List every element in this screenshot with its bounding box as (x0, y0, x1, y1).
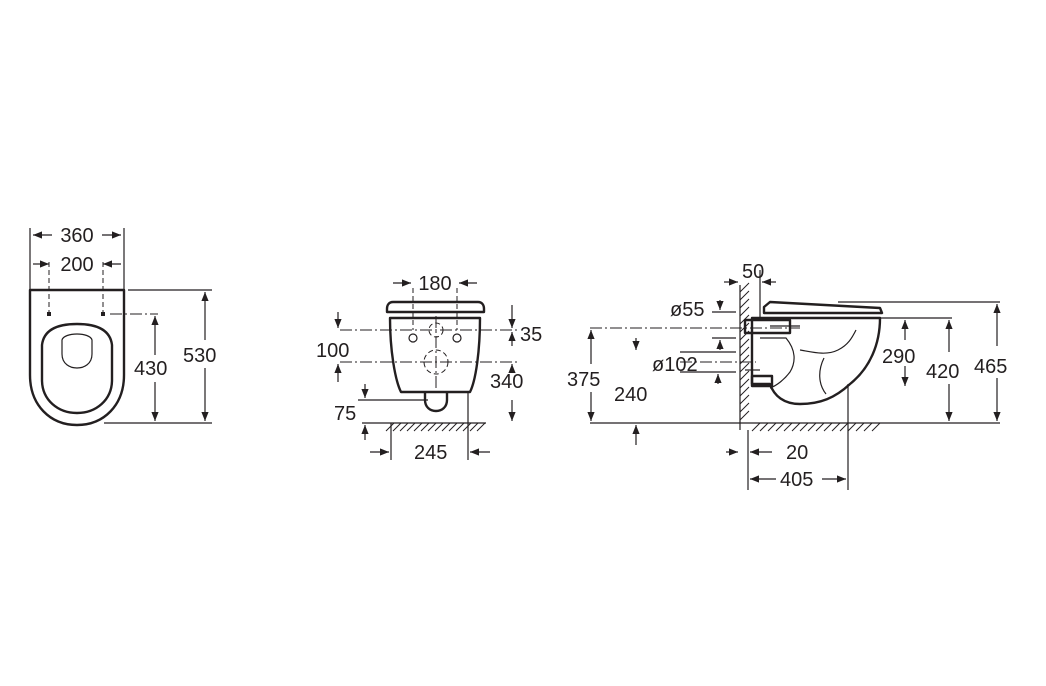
mounting-hole-left (47, 312, 51, 316)
side-view-bowl (750, 316, 882, 406)
front-view: 180 100 35 340 75 245 (316, 273, 542, 464)
dim-200: 200 (60, 254, 93, 276)
dim-430: 430 (134, 358, 167, 380)
dim-240: 240 (614, 384, 647, 406)
fixing-hole-right (452, 333, 462, 343)
dim-245: 245 (414, 442, 447, 464)
side-view: 50 ø55 ø102 375 240 290 420 465 20 (567, 261, 1007, 491)
front-view-seat (385, 300, 486, 314)
dim-405: 405 (780, 469, 813, 491)
top-view: 360 200 430 530 (28, 225, 216, 427)
dim-50: 50 (742, 261, 764, 283)
dim-20: 20 (786, 442, 808, 464)
dim-75: 75 (334, 403, 356, 425)
outlet-pipe (750, 374, 774, 388)
dim-180: 180 (418, 273, 451, 295)
dim-530: 530 (183, 345, 216, 367)
dim-375: 375 (567, 369, 600, 391)
side-view-inner-trap (760, 329, 857, 395)
dim-100: 100 (316, 340, 349, 362)
dim-35: 35 (520, 324, 542, 346)
dim-360: 360 (60, 225, 93, 247)
top-view-bowl-outline (28, 288, 126, 427)
dim-o102: ø102 (652, 354, 698, 376)
top-view-bowl-opening (40, 322, 114, 415)
mounting-hole-right (101, 312, 105, 316)
side-view-seat (762, 300, 884, 315)
fixing-hole-left (408, 333, 418, 343)
dim-o55: ø55 (670, 299, 704, 321)
dim-420: 420 (926, 361, 959, 383)
dim-465: 465 (974, 356, 1007, 378)
front-view-bowl (388, 316, 482, 394)
front-view-foot (423, 392, 449, 413)
dim-290: 290 (882, 346, 915, 368)
top-view-outlet (61, 333, 93, 369)
dim-340: 340 (490, 371, 523, 393)
